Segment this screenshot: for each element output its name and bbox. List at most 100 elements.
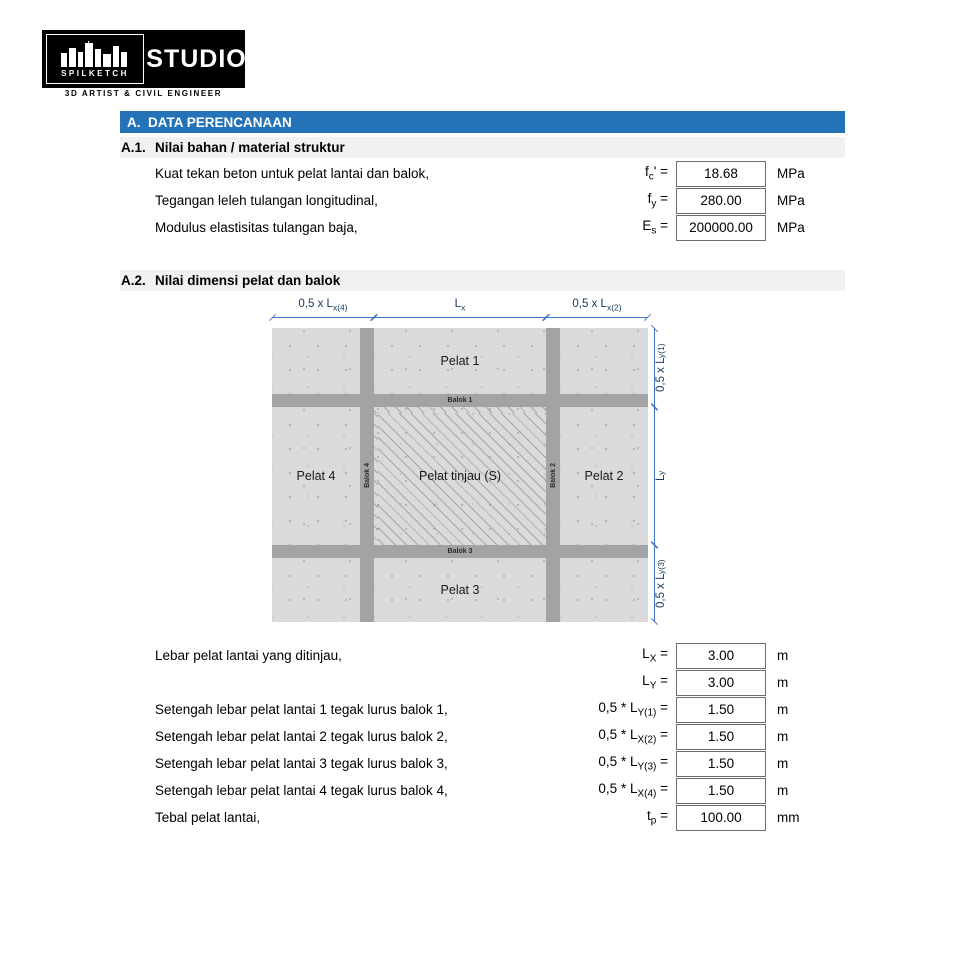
dims-top: 0,5 x Lx(4) Lx 0,5 x Lx(2): [272, 298, 648, 318]
param-label: Setengah lebar pelat lantai 3 tegak luru…: [155, 756, 448, 771]
slab-corner-bl: [272, 558, 360, 622]
beam-balok-1: Balok 1: [447, 397, 473, 404]
unit-label: m: [777, 675, 789, 690]
skyline-icon: [61, 40, 127, 67]
dim-line: [546, 317, 648, 318]
beam-balok-3: Balok 3: [447, 548, 473, 555]
dim-line: [654, 328, 655, 407]
unit-label: mm: [777, 810, 800, 825]
unit-label: MPa: [777, 193, 805, 208]
value-cell-ly1[interactable]: 1.50: [676, 696, 766, 723]
param-symbol: LY =: [642, 673, 668, 692]
logo-frame: SPILKETCH: [46, 34, 144, 84]
section-a1-title: Nilai bahan / material struktur: [155, 140, 345, 155]
param-symbol: LX =: [642, 646, 668, 665]
unit-label: m: [777, 783, 789, 798]
section-a1-index: A.1.: [121, 140, 146, 155]
param-label: Setengah lebar pelat lantai 4 tegak luru…: [155, 783, 448, 798]
logo: SPILKETCH STUDIO: [42, 30, 246, 88]
dimension-rows: Lebar pelat lantai yang ditinjau, LX = 3…: [120, 642, 845, 831]
unit-label: m: [777, 729, 789, 744]
unit-label: MPa: [777, 220, 805, 235]
value-cell-fy[interactable]: 280.00: [676, 187, 766, 214]
param-symbol: Es =: [642, 218, 668, 237]
param-label: Tegangan leleh tulangan longitudinal,: [155, 193, 378, 208]
slab-pelat-1: Pelat 1: [374, 328, 546, 394]
slab-corner-tl: [272, 328, 360, 394]
slab-pelat-tinjau: Pelat tinjau (S): [374, 407, 546, 545]
unit-label: m: [777, 648, 789, 663]
value-cell-fc[interactable]: 18.68: [676, 160, 766, 187]
slab-pelat-3: Pelat 3: [374, 558, 546, 622]
dim-top-center: Lx: [374, 298, 546, 318]
dim-row-ly: LY = 3.00 m: [120, 669, 845, 696]
dim-row-lx2: Setengah lebar pelat lantai 2 tegak luru…: [120, 723, 845, 750]
dim-row-ly1: Setengah lebar pelat lantai 1 tegak luru…: [120, 696, 845, 723]
dim-label: 0,5 x Lx(2): [572, 298, 622, 313]
slab-plan-diagram: 0,5 x Lx(4) Lx 0,5 x Lx(2) Pelat 1 Pelat…: [272, 298, 682, 628]
logo-brand-text: SPILKETCH: [61, 68, 129, 78]
dim-top-right: 0,5 x Lx(2): [546, 298, 648, 318]
section-a2-header: A.2. Nilai dimensi pelat dan balok: [120, 270, 845, 291]
beam-balok-2: Balok 2: [549, 462, 557, 488]
param-symbol: 0,5 * LY(3) =: [598, 754, 668, 773]
slab-pelat-2: Pelat 2: [560, 407, 648, 545]
material-rows: Kuat tekan beton untuk pelat lantai dan …: [120, 160, 845, 241]
dim-row-tp: Tebal pelat lantai, tp = 100.00 mm: [120, 804, 845, 831]
dim-label: 0,5 x Lx(4): [298, 298, 348, 313]
dim-row-lx: Lebar pelat lantai yang ditinjau, LX = 3…: [120, 642, 845, 669]
logo-studio-text: STUDIO: [146, 30, 246, 88]
param-symbol: fc' =: [645, 164, 668, 183]
dim-line: [272, 317, 374, 318]
worksheet: A. DATA PERENCANAAN A.1. Nilai bahan / m…: [120, 111, 845, 831]
dim-line: [374, 317, 546, 318]
section-a-title: DATA PERENCANAAN: [148, 114, 292, 130]
dim-top-left: 0,5 x Lx(4): [272, 298, 374, 318]
section-a1-header: A.1. Nilai bahan / material struktur: [120, 137, 845, 158]
logo-mark: SPILKETCH: [42, 30, 148, 88]
value-cell-ly3[interactable]: 1.50: [676, 750, 766, 777]
unit-label: MPa: [777, 166, 805, 181]
value-cell-lx[interactable]: 3.00: [676, 642, 766, 669]
dim-label: Lx: [454, 298, 466, 313]
section-a-index: A.: [127, 114, 141, 130]
param-symbol: 0,5 * LY(1) =: [598, 700, 668, 719]
material-row-fc: Kuat tekan beton untuk pelat lantai dan …: [120, 160, 845, 187]
dim-line: [654, 407, 655, 545]
param-symbol: 0,5 * LX(2) =: [598, 727, 668, 746]
floor-plan: Pelat 1 Pelat 4 Pelat tinjau (S) Pelat 2…: [272, 328, 648, 622]
unit-label: m: [777, 702, 789, 717]
param-label: Kuat tekan beton untuk pelat lantai dan …: [155, 166, 429, 181]
param-label: Setengah lebar pelat lantai 1 tegak luru…: [155, 702, 448, 717]
param-symbol: tp =: [647, 808, 668, 827]
dim-row-lx4: Setengah lebar pelat lantai 4 tegak luru…: [120, 777, 845, 804]
slab-pelat-4: Pelat 4: [272, 407, 360, 545]
value-cell-lx2[interactable]: 1.50: [676, 723, 766, 750]
value-cell-tp[interactable]: 100.00: [676, 804, 766, 831]
beam-balok-4: Balok 4: [363, 462, 371, 488]
value-cell-es[interactable]: 200000.00: [676, 214, 766, 241]
param-label: Lebar pelat lantai yang ditinjau,: [155, 648, 342, 663]
param-symbol: fy =: [647, 191, 668, 210]
slab-corner-br: [560, 558, 648, 622]
param-symbol: 0,5 * LX(4) =: [598, 781, 668, 800]
section-a2-title: Nilai dimensi pelat dan balok: [155, 273, 341, 288]
dim-line: [654, 545, 655, 622]
param-label: Modulus elastisitas tulangan baja,: [155, 220, 358, 235]
slab-corner-tr: [560, 328, 648, 394]
section-a-header: A. DATA PERENCANAAN: [120, 111, 845, 133]
section-a2-index: A.2.: [121, 273, 146, 288]
value-cell-ly[interactable]: 3.00: [676, 669, 766, 696]
param-label: Tebal pelat lantai,: [155, 810, 261, 825]
logo-tagline: 3D ARTIST & CIVIL ENGINEER: [64, 89, 223, 98]
material-row-es: Modulus elastisitas tulangan baja, Es = …: [120, 214, 845, 241]
value-cell-lx4[interactable]: 1.50: [676, 777, 766, 804]
